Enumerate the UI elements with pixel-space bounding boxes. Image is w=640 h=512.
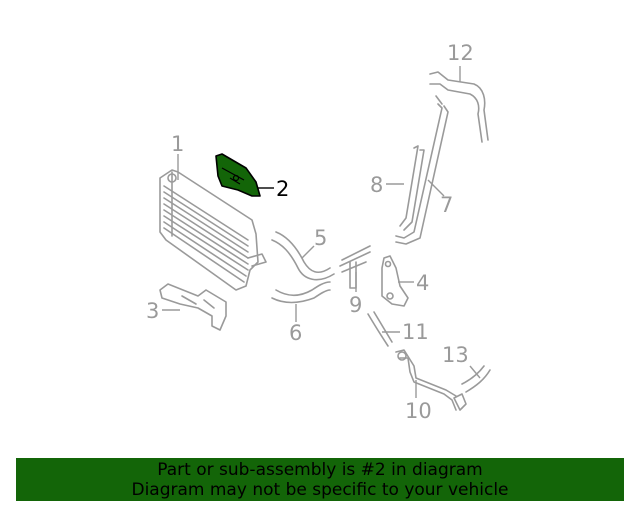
callout-number-12[interactable]: 12: [447, 41, 474, 65]
callout-line-5: [301, 245, 315, 259]
diagram-notice-banner: Part or sub-assembly is #2 in diagram Di…: [16, 458, 624, 501]
part-7-tube[interactable]: [395, 103, 449, 245]
callout-number-7[interactable]: 7: [440, 193, 453, 217]
part-4-bracket[interactable]: [381, 255, 409, 307]
part-3-lower-bracket[interactable]: [159, 283, 227, 331]
callout-number-9[interactable]: 9: [349, 293, 362, 317]
part-5-hose[interactable]: [271, 231, 335, 281]
callout-number-10[interactable]: 10: [405, 399, 432, 423]
part-8-tube[interactable]: [399, 145, 425, 231]
part-13-hose[interactable]: [461, 365, 491, 393]
callout-number-1[interactable]: 1: [171, 132, 184, 156]
callout-number-3[interactable]: 3: [146, 299, 159, 323]
callout-number-11[interactable]: 11: [402, 320, 429, 344]
callout-line-7: [427, 179, 445, 197]
exploded-parts-diagram: 1 2 3 4 5 6 7 8 9 10 11 12 13: [146, 41, 491, 423]
part-6-hose[interactable]: [271, 281, 331, 304]
callout-number-5[interactable]: 5: [314, 226, 327, 250]
banner-line-2: Diagram may not be specific to your vehi…: [131, 479, 509, 500]
callout-number-6[interactable]: 6: [289, 321, 302, 345]
banner-line-1: Part or sub-assembly is #2 in diagram: [157, 459, 483, 480]
part-1-oil-cooler[interactable]: [159, 169, 267, 291]
part-2-cooler-bracket[interactable]: [215, 153, 261, 197]
callout-number-2[interactable]: 2: [276, 177, 289, 201]
callout-number-13[interactable]: 13: [442, 343, 469, 367]
part-11-hose[interactable]: [367, 311, 393, 347]
part-12-hose[interactable]: [429, 71, 489, 143]
callout-line-13: [469, 365, 481, 379]
callout-number-8[interactable]: 8: [370, 173, 383, 197]
part-10-tube-assembly[interactable]: [395, 349, 467, 411]
part-9-clamp[interactable]: [339, 245, 371, 289]
callout-number-4[interactable]: 4: [416, 271, 429, 295]
